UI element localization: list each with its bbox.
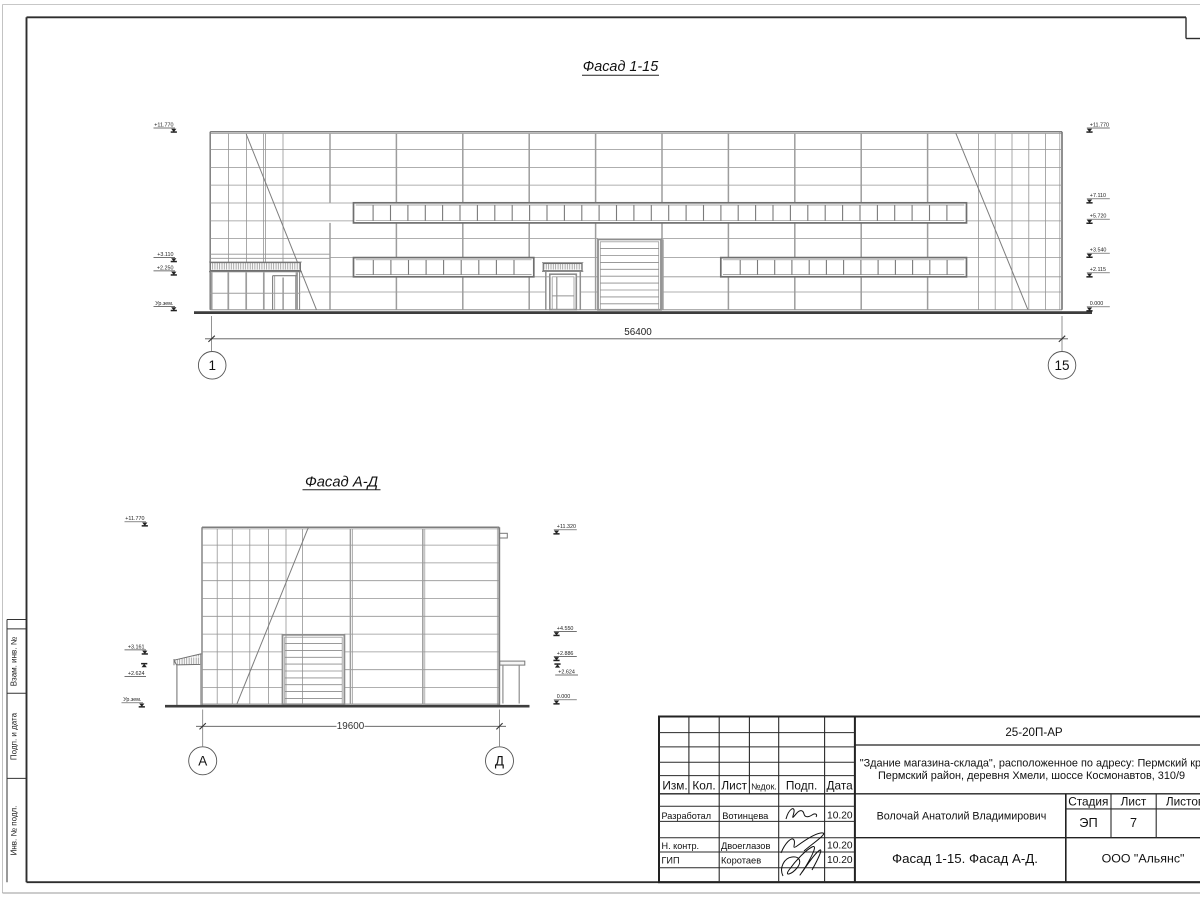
svg-text:А: А: [198, 754, 207, 769]
svg-text:19600: 19600: [337, 721, 365, 732]
svg-text:1: 1: [208, 358, 216, 373]
svg-text:+11.770: +11.770: [154, 122, 173, 128]
svg-text:+5.720: +5.720: [1090, 214, 1107, 220]
svg-text:Ур.зем.: Ур.зем.: [155, 301, 173, 307]
svg-text:+11.320: +11.320: [557, 524, 576, 530]
svg-text:0.000: 0.000: [1090, 301, 1104, 307]
svg-text:ООО "Альянс": ООО "Альянс": [1102, 851, 1185, 865]
svg-text:+2.624: +2.624: [128, 671, 145, 677]
svg-text:+2.115: +2.115: [1090, 267, 1106, 273]
svg-text:Лист: Лист: [1121, 794, 1147, 808]
svg-text:№док.: №док.: [751, 781, 777, 791]
svg-text:Листов: Листов: [1166, 794, 1200, 808]
svg-text:Фасад 1-15: Фасад 1-15: [583, 59, 659, 75]
svg-text:+7.110: +7.110: [1090, 193, 1106, 199]
svg-text:Двоеглазов: Двоеглазов: [721, 841, 770, 851]
svg-text:ГИП: ГИП: [662, 855, 680, 865]
svg-text:Фасад А-Д: Фасад А-Д: [305, 474, 378, 490]
svg-text:Взам. инв. №: Взам. инв. №: [10, 636, 19, 686]
svg-text:15: 15: [1054, 358, 1069, 373]
svg-text:+3.540: +3.540: [1090, 248, 1107, 254]
svg-text:Н. контр.: Н. контр.: [662, 841, 700, 851]
svg-text:+2.250: +2.250: [157, 265, 174, 271]
svg-text:56400: 56400: [624, 327, 652, 338]
svg-text:+2.624: +2.624: [558, 669, 575, 675]
svg-text:Вотинцева: Вотинцева: [722, 811, 769, 821]
svg-text:25-20П-АР: 25-20П-АР: [1005, 726, 1063, 739]
svg-text:Д: Д: [495, 754, 504, 769]
svg-text:Инв. № подл.: Инв. № подл.: [10, 806, 19, 856]
svg-text:Стадия: Стадия: [1068, 794, 1108, 808]
svg-text:Лист: Лист: [721, 779, 747, 793]
svg-text:"Здание магазина-склада", расп: "Здание магазина-склада", расположенное …: [860, 757, 1200, 769]
svg-text:10.20: 10.20: [827, 811, 853, 822]
svg-text:Волочай Анатолий Владимирович: Волочай Анатолий Владимирович: [877, 811, 1047, 823]
svg-text:Ур.зем.: Ур.зем.: [123, 697, 141, 703]
svg-text:Подп.: Подп.: [786, 779, 817, 793]
svg-text:+4.550: +4.550: [557, 626, 574, 632]
svg-text:Подп. и дата: Подп. и дата: [10, 712, 19, 760]
svg-text:10.20: 10.20: [827, 855, 853, 866]
svg-text:Пермский район, деревня Хмели,: Пермский район, деревня Хмели, шоссе Кос…: [878, 770, 1185, 782]
svg-text:Дата: Дата: [827, 779, 854, 793]
svg-text:Разработал: Разработал: [662, 811, 712, 821]
svg-text:+11.770: +11.770: [1090, 122, 1109, 128]
svg-text:+2.886: +2.886: [557, 651, 574, 657]
svg-text:Фасад 1-15. Фасад А-Д.: Фасад 1-15. Фасад А-Д.: [892, 851, 1038, 866]
svg-text:+11.770: +11.770: [125, 516, 144, 522]
svg-text:0.000: 0.000: [557, 694, 571, 700]
svg-text:+3.110: +3.110: [157, 252, 173, 258]
svg-text:+3.161: +3.161: [128, 644, 145, 650]
svg-text:Коротаев: Коротаев: [721, 855, 761, 865]
svg-text:Изм.: Изм.: [662, 779, 687, 793]
svg-text:ЭП: ЭП: [1079, 815, 1097, 830]
svg-text:10.20: 10.20: [827, 840, 853, 851]
svg-text:7: 7: [1130, 816, 1137, 830]
svg-text:Кол.: Кол.: [692, 779, 715, 793]
